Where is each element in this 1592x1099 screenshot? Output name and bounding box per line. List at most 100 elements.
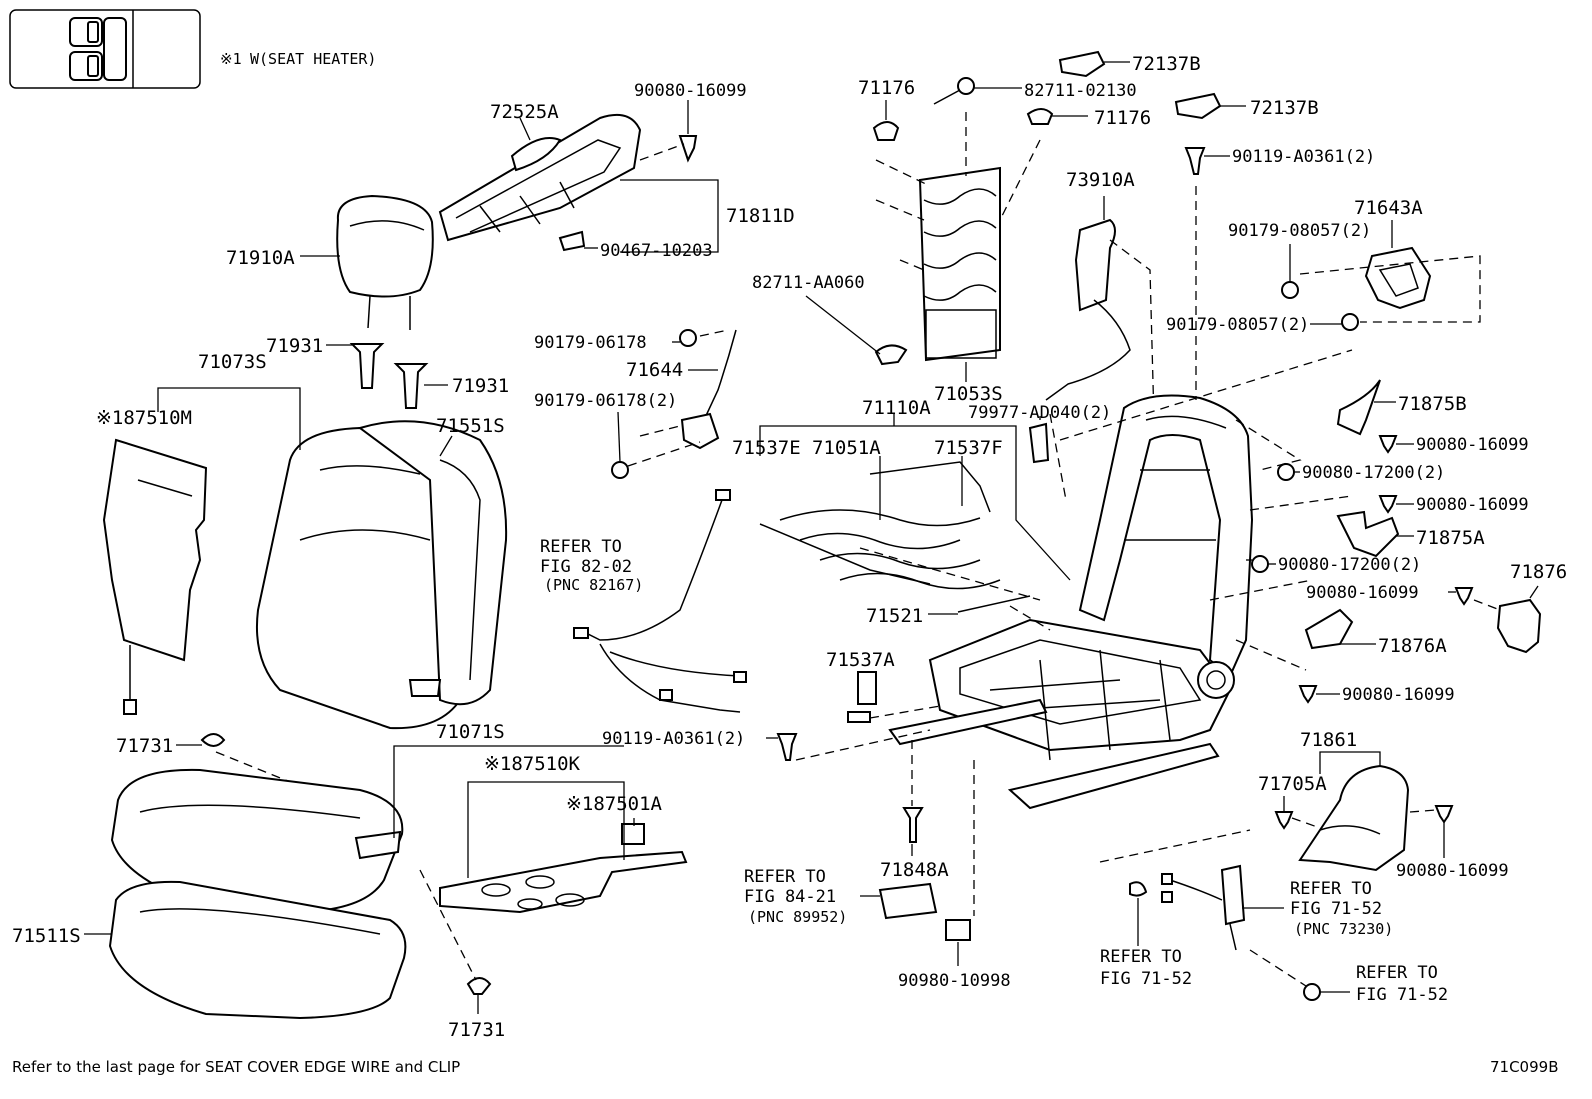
cap-72137B-bottom	[1174, 92, 1222, 120]
bracket-71643A-part	[1281, 246, 1432, 331]
refer3-line1: REFER TO	[1290, 879, 1372, 899]
clip-71731-bottom	[466, 977, 492, 995]
refer4-line2: FIG 71-52	[1100, 969, 1192, 989]
label-82711-AA060: 82711-AA060	[752, 273, 865, 293]
seat-spring-part	[759, 461, 1001, 590]
label-71053S: 71053S	[934, 383, 1003, 405]
label-71731-a: 71731	[116, 735, 173, 757]
label-72137B-b: 72137B	[1250, 97, 1319, 119]
label-71110A: 71110A	[862, 397, 931, 419]
part-71537A	[847, 671, 877, 723]
airbag-part	[1045, 218, 1131, 401]
refer2-pnc: (PNC 89952)	[748, 908, 847, 926]
label-71731-b: 71731	[448, 1019, 505, 1041]
label-71910A: 71910A	[226, 247, 295, 269]
label-72525A: 72525A	[490, 101, 559, 123]
label-71861: 71861	[1300, 729, 1357, 751]
seat-frame-part	[888, 394, 1254, 810]
screw-r1	[1378, 435, 1398, 454]
cap-72137B-top	[1058, 50, 1106, 78]
cover-71875A-part	[1336, 510, 1400, 558]
refer5-line2: FIG 71-52	[1356, 985, 1448, 1005]
screw-r2	[1378, 495, 1398, 514]
label-90179-06178: 90179-06178	[534, 333, 647, 353]
label-71875A: 71875A	[1416, 527, 1485, 549]
label-71705A: 71705A	[1258, 773, 1327, 795]
screw-r5	[1434, 805, 1454, 824]
label-90080-16099-r2: 90080-16099	[1416, 495, 1529, 515]
label-90467-10203: 90467-10203	[600, 241, 713, 261]
clip-82711-AA060	[874, 344, 908, 366]
label-72137B-a: 72137B	[1132, 53, 1201, 75]
lumbar-71644-part	[611, 329, 737, 479]
label-71811D: 71811D	[726, 205, 795, 227]
label-71537E: 71537E	[732, 437, 801, 459]
refer2-line2: FIG 84-21	[744, 887, 836, 907]
part-71848A	[902, 807, 924, 843]
clip-71176-right	[1026, 108, 1054, 125]
label-87510M: ※187510M	[96, 407, 192, 429]
legend-symbol: ※1	[220, 50, 242, 68]
connector-90980-10998	[945, 919, 971, 941]
label-90080-17200-a: 90080-17200(2)	[1302, 463, 1445, 483]
headrest-part	[336, 194, 434, 330]
refer3-line2: FIG 71-52	[1290, 899, 1382, 919]
label-90080-17200-b: 90080-17200(2)	[1278, 555, 1421, 575]
legend-text: W(SEAT HEATER)	[250, 50, 376, 68]
screw-71705A	[1274, 811, 1294, 830]
bolt-90119-top	[1184, 147, 1206, 175]
label-71537A: 71537A	[826, 649, 895, 671]
label-90080-16099-r1: 90080-16099	[1416, 435, 1529, 455]
label-79977-AD040: 79977-AD040(2)	[968, 403, 1111, 423]
cover-71875B-part	[1336, 379, 1381, 436]
label-71876A: 71876A	[1378, 635, 1447, 657]
label-71511S: 71511S	[12, 925, 81, 947]
seatback-cover-part	[255, 420, 508, 730]
headrest-support-left	[349, 343, 385, 389]
label-71931-b: 71931	[452, 375, 509, 397]
seat-cushion-pad-part	[108, 880, 407, 1020]
label-71521: 71521	[866, 605, 923, 627]
headrest-support-right	[393, 363, 429, 409]
refer5-line1: REFER TO	[1356, 963, 1438, 983]
label-90080-16099-r3: 90080-16099	[1306, 583, 1419, 603]
footer-note: Refer to the last page for SEAT COVER ED…	[12, 1058, 460, 1076]
label-90179-08057-a: 90179-08057(2)	[1228, 221, 1371, 241]
side-shield-part	[438, 114, 698, 252]
refer1-line1: REFER TO	[540, 537, 622, 557]
ecu-89952-part	[878, 882, 938, 920]
label-71643A: 71643A	[1354, 197, 1423, 219]
label-71176-b: 71176	[1094, 107, 1151, 129]
clip-71176-left	[872, 121, 900, 141]
heater-mat-back-part	[102, 438, 208, 715]
cover-71861-part	[1298, 764, 1410, 872]
diagram-code: 71C099B	[1490, 1058, 1558, 1076]
label-71537F: 71537F	[934, 437, 1003, 459]
label-90179-06178-2: 90179-06178(2)	[534, 391, 677, 411]
wire-71521	[957, 595, 1031, 613]
seat-cushion-cover-part	[110, 768, 404, 914]
label-82711-02130: 82711-02130	[1024, 81, 1137, 101]
label-71876: 71876	[1510, 561, 1567, 583]
label-71073S: 71073S	[198, 351, 267, 373]
nut-90080-17200-a	[1277, 463, 1295, 481]
refer4-line1: REFER TO	[1100, 947, 1182, 967]
bolt-90119-bottom	[776, 733, 798, 761]
nut-90080-17200-b	[1251, 555, 1269, 573]
refer1-pnc: (PNC 82167)	[544, 576, 643, 594]
refer1-line2: FIG 82-02	[540, 557, 632, 577]
label-71848A: 71848A	[880, 859, 949, 881]
cover-71876A-part	[1304, 608, 1354, 650]
clip-71731-top	[200, 733, 226, 747]
label-71051A: 71051A	[812, 437, 881, 459]
label-71551S: 71551S	[436, 415, 505, 437]
wire-harness-part	[573, 489, 747, 713]
label-71875B: 71875B	[1398, 393, 1467, 415]
cover-71876-part	[1496, 598, 1542, 654]
label-90179-08057-b: 90179-08057(2)	[1166, 315, 1309, 335]
label-90119-A0361-top: 90119-A0361(2)	[1232, 147, 1375, 167]
label-90980-10998: 90980-10998	[898, 971, 1011, 991]
label-71176-a: 71176	[858, 77, 915, 99]
label-71644: 71644	[626, 359, 683, 381]
